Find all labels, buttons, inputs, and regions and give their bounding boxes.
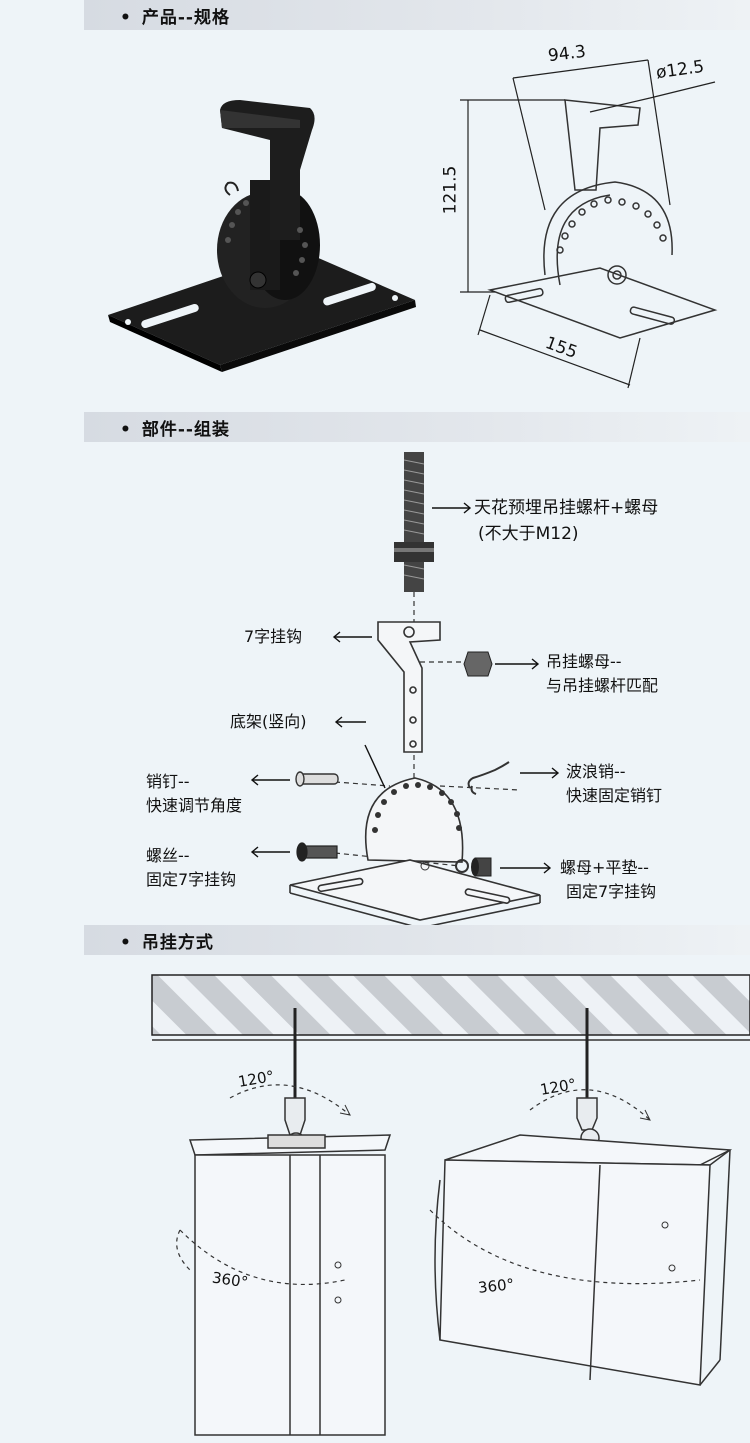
label-wave-pin-line1: 波浪销--: [566, 762, 626, 781]
label-wave-pin-line2: 快速固定销钉: [566, 786, 663, 805]
label-rod-line2: (不大于M12): [478, 524, 579, 544]
ceiling-hatch: [151, 974, 750, 1036]
section-title-assembly: 部件--组装: [141, 420, 230, 440]
label-hang-nut-line1: 吊挂螺母--: [546, 652, 622, 671]
label-screw-line2: 固定7字挂钩: [146, 870, 237, 889]
label-pin-line2: 快速调节角度: [146, 796, 243, 815]
label-right-tilt: 120°: [538, 1074, 578, 1100]
label-nut-washer-line1: 螺母+平垫--: [560, 858, 649, 877]
label-hook: 7字挂钩: [244, 627, 303, 646]
label-base: 底架(竖向): [230, 712, 307, 731]
dim-length: 155: [542, 333, 580, 363]
label-pin-line1: 销钉--: [146, 772, 190, 791]
dim-diameter: ø12.5: [654, 56, 706, 84]
section-title-mounting: 吊挂方式: [141, 933, 214, 953]
section-header-mounting: • 吊挂方式: [84, 925, 750, 955]
section-title-spec: 产品--规格: [141, 8, 230, 28]
label-hang-nut-line2: 与吊挂螺杆匹配: [546, 676, 659, 695]
section-header-spec: • 产品--规格: [84, 0, 750, 30]
label-left-tilt: 120°: [236, 1066, 276, 1092]
bullet: •: [120, 933, 132, 953]
label-nut-washer-line2: 固定7字挂钩: [566, 882, 657, 901]
dim-width: 94.3: [546, 41, 587, 67]
label-left-rotate: 360°: [210, 1268, 250, 1292]
dim-height: 121.5: [440, 165, 461, 215]
label-right-rotate: 360°: [477, 1275, 515, 1297]
bullet: •: [120, 420, 132, 440]
bullet: •: [120, 8, 132, 28]
label-rod-line1: 天花预埋吊挂螺杆+螺母: [474, 498, 659, 518]
threaded-rod: [394, 452, 434, 592]
label-screw-line1: 螺丝--: [146, 846, 190, 865]
section-header-assembly: • 部件--组装: [84, 412, 750, 442]
